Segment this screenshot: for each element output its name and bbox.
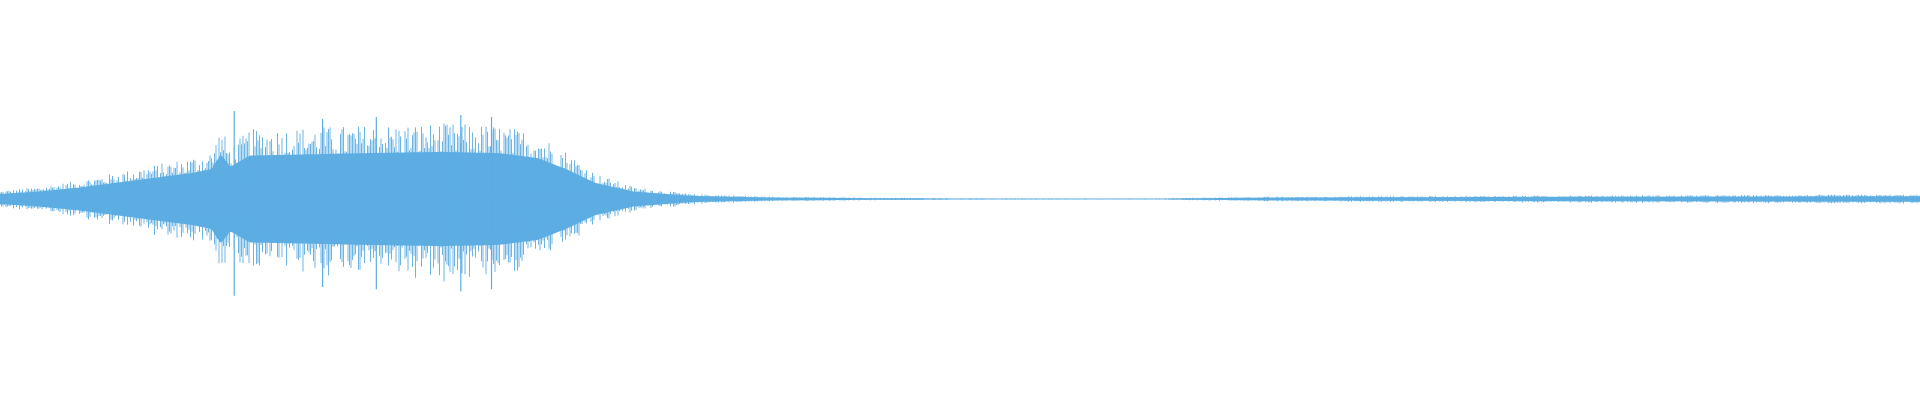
waveform-spikes bbox=[0, 123, 1920, 282]
waveform-trace bbox=[0, 111, 1920, 296]
